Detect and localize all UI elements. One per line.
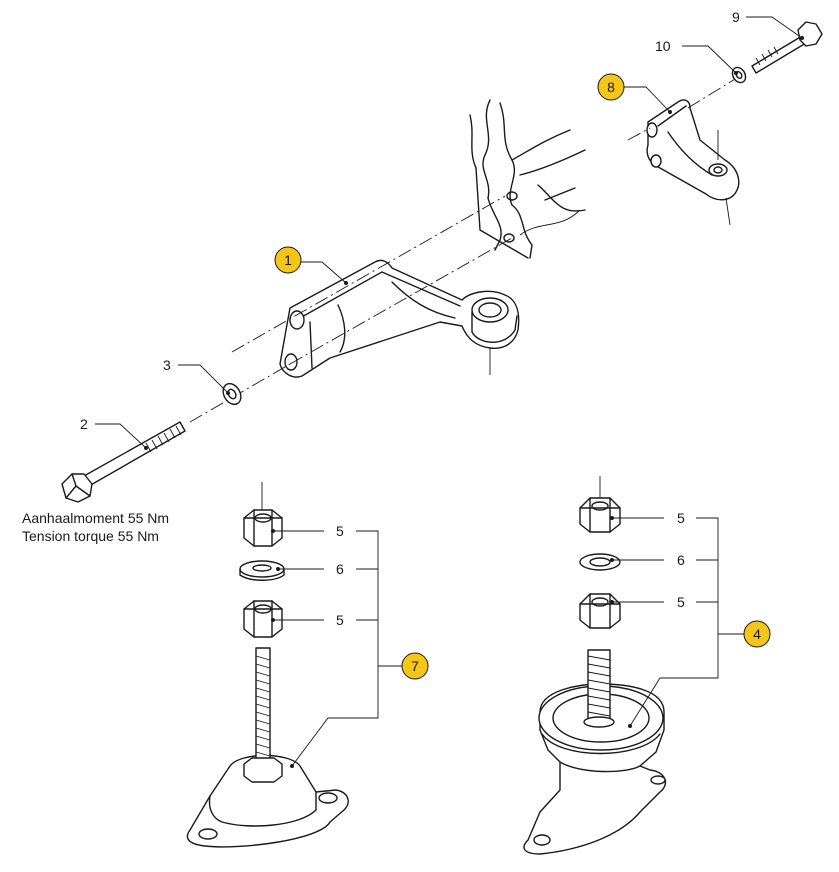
callout-6-right[interactable]: 6 <box>677 552 685 568</box>
callout-bubble <box>401 652 429 680</box>
torque-note: Aanhaalmoment 55 Nm Tension torque 55 Nm <box>22 509 169 545</box>
callout-5-left-top[interactable]: 5 <box>336 523 344 539</box>
nut-5-right-top <box>579 476 621 533</box>
callout-bubble <box>274 246 302 274</box>
callout-4-text: 4 <box>753 626 761 642</box>
washer-10 <box>731 66 747 84</box>
callout-2[interactable]: 2 <box>80 416 88 432</box>
callout-7[interactable]: 7 <box>401 652 429 680</box>
callout-1-text: 1 <box>284 252 292 268</box>
callout-10[interactable]: 10 <box>655 38 671 54</box>
leader-lines <box>95 16 804 768</box>
anti-vibration-mount-7 <box>186 647 349 848</box>
callout-8-text: 8 <box>607 79 615 95</box>
nut-5-left-bottom <box>243 600 283 638</box>
callout-bubble <box>597 73 625 101</box>
engine-block-outline <box>469 99 586 259</box>
torque-note-english: Tension torque 55 Nm <box>22 528 159 544</box>
callout-9[interactable]: 9 <box>732 9 740 25</box>
nut-5-right-bottom <box>579 593 621 629</box>
callout-7-text: 7 <box>411 658 419 674</box>
mounting-bracket-8 <box>627 75 741 226</box>
callout-3[interactable]: 3 <box>163 357 171 373</box>
mounting-bracket-1 <box>279 259 520 378</box>
callout-1[interactable]: 1 <box>274 246 302 274</box>
bolt-9 <box>751 21 823 74</box>
nut-5-left-top <box>243 482 283 547</box>
washer-3 <box>222 382 242 406</box>
bolt-2 <box>61 421 186 503</box>
washer-6-right <box>579 553 621 571</box>
callout-5-right-bottom[interactable]: 5 <box>677 594 685 610</box>
anti-vibration-mount-4 <box>523 649 667 855</box>
callout-6-left[interactable]: 6 <box>336 561 344 577</box>
callout-5-left-bottom[interactable]: 5 <box>336 612 344 628</box>
callout-8[interactable]: 8 <box>597 73 625 101</box>
callout-5-right-top[interactable]: 5 <box>677 510 685 526</box>
callout-bubble <box>743 620 771 648</box>
torque-note-dutch: Aanhaalmoment 55 Nm <box>22 510 170 526</box>
callout-4[interactable]: 4 <box>743 620 771 648</box>
